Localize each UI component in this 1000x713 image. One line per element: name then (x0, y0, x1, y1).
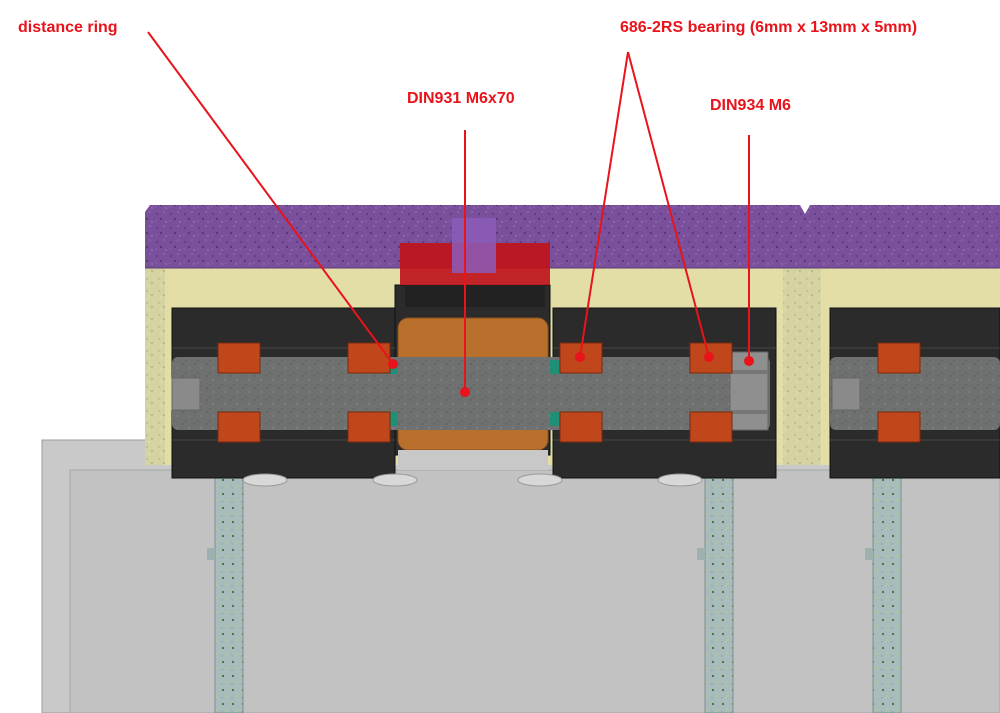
marker-distance-ring (388, 359, 398, 369)
washers (242, 473, 703, 487)
distance-ring-label: distance ring (18, 19, 118, 36)
bearing-rings (217, 342, 921, 443)
nut-label: DIN934 M6 (710, 97, 791, 114)
leader-distance-ring (147, 31, 394, 365)
marker-bearing-left (575, 352, 585, 362)
marker-nut (744, 356, 754, 366)
bolt-label: DIN931 M6x70 (407, 90, 515, 107)
leader-bearing-right (627, 51, 710, 358)
marker-bearing-right (704, 352, 714, 362)
annotation-leaders (147, 31, 754, 397)
purple-top-plate (145, 205, 1000, 269)
leader-bearing-left (579, 51, 629, 358)
bearing-label: 686-2RS bearing (6mm x 13mm x 5mm) (620, 19, 918, 36)
marker-bolt (460, 387, 470, 397)
red-cap (400, 218, 550, 307)
bolt-shaft (171, 357, 1000, 430)
